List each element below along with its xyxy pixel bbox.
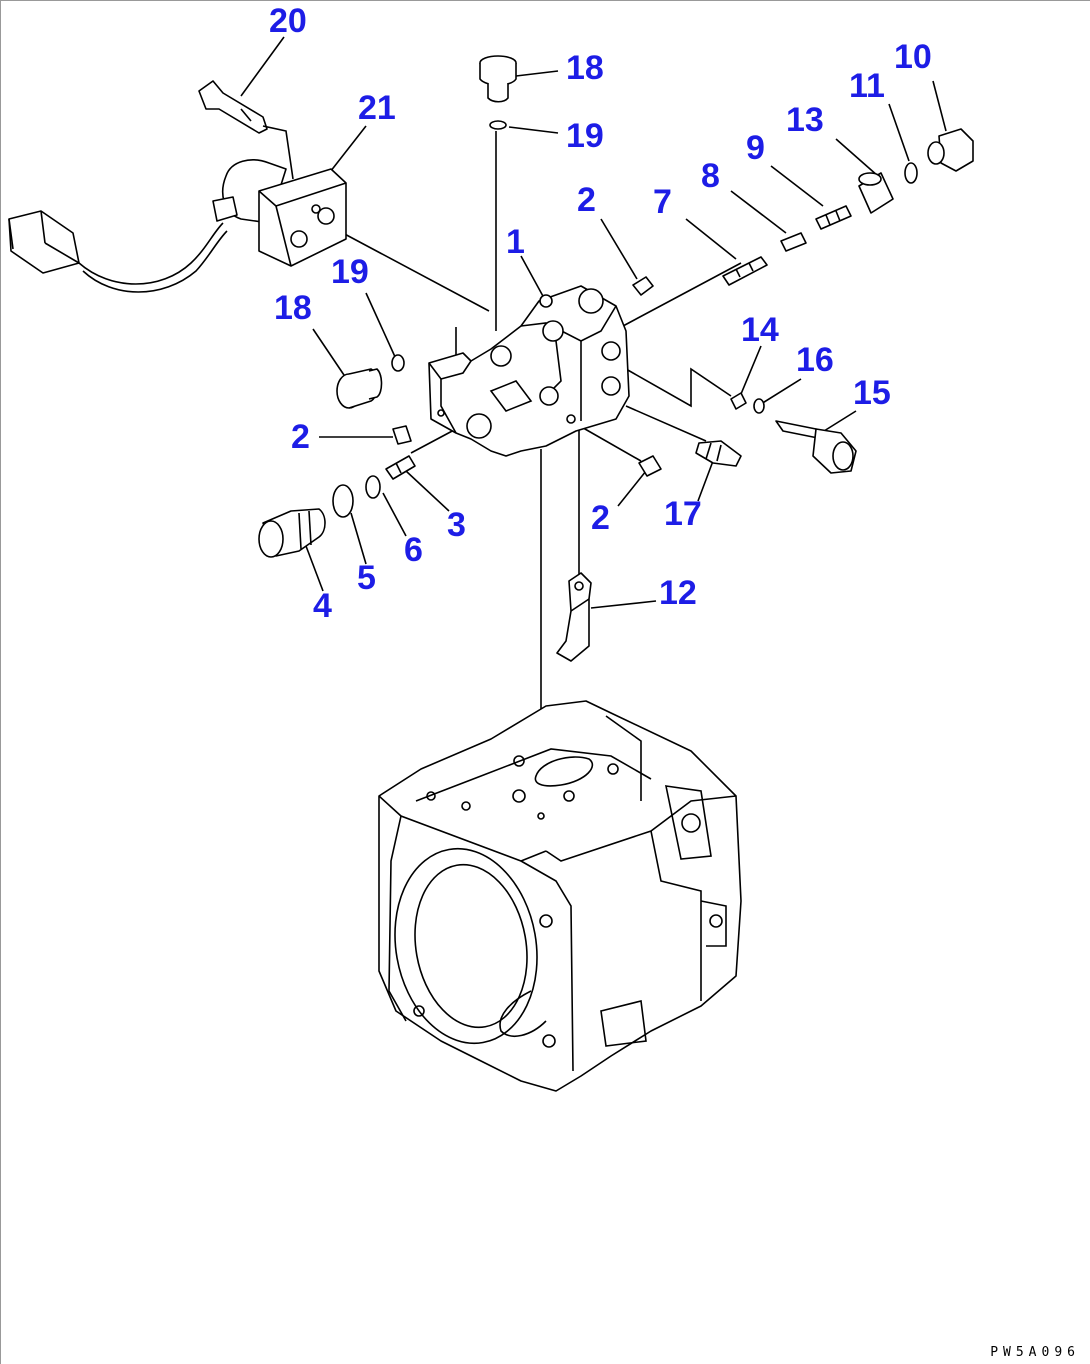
label-19-left: 19 [331,253,369,291]
label-4: 4 [313,587,332,625]
label-13: 13 [786,101,824,139]
label-21: 21 [358,89,396,127]
label-17: 17 [664,495,702,533]
valve-plug-part-4 [258,508,326,558]
o-ring-part-5 [332,484,354,518]
label-16: 16 [796,341,834,379]
label-8: 8 [701,157,720,195]
label-3: 3 [447,506,466,544]
valve-body-part-1 [428,285,630,457]
plug-part-10 [927,128,974,172]
o-ring-part-19-top [489,120,507,130]
label-2-left: 2 [291,418,310,456]
drawing-code: PW5A096 [990,1345,1080,1360]
pump-case [378,700,742,1092]
label-2-right: 2 [591,499,610,537]
lever-part-12 [556,572,592,662]
part-number-labels: 20 21 18 19 10 11 13 9 8 2 7 1 19 18 14 … [269,2,932,625]
label-1: 1 [506,223,525,261]
label-18-left: 18 [274,289,312,327]
label-7: 7 [653,183,672,221]
sleeve-part-13 [858,172,894,214]
label-11: 11 [849,67,885,105]
label-6: 6 [404,531,423,569]
label-5: 5 [357,559,376,597]
o-ring-part-6 [365,475,381,499]
plug-part-2-top [632,276,654,296]
o-ring-part-11 [904,162,918,184]
label-10: 10 [894,38,932,76]
label-14: 14 [741,311,779,349]
plug-part-18-left [336,368,383,409]
o-ring-part-19-left [391,354,405,372]
o-ring-part-16 [753,398,765,414]
label-15: 15 [853,374,891,412]
label-18-top: 18 [566,49,604,87]
plug-part-2-left [392,425,412,445]
solenoid-valve-part-21 [212,159,347,267]
label-20: 20 [269,2,307,40]
spring-part-9 [815,205,852,230]
plug-part-2-right [638,455,662,477]
label-12: 12 [659,574,697,612]
check-valve-part-3 [385,455,416,480]
spool-part-7 [722,256,768,286]
adjust-screw-part-15 [775,420,857,474]
harness-pin-part-20 [198,80,294,180]
plug-part-18-top [479,55,517,103]
electrical-connector [8,210,228,293]
label-2-top: 2 [577,181,596,219]
label-19-top: 19 [566,117,604,155]
plug-part-14 [730,392,747,410]
label-9: 9 [746,129,765,167]
fitting-part-17 [695,440,742,467]
piston-part-8 [780,232,807,252]
